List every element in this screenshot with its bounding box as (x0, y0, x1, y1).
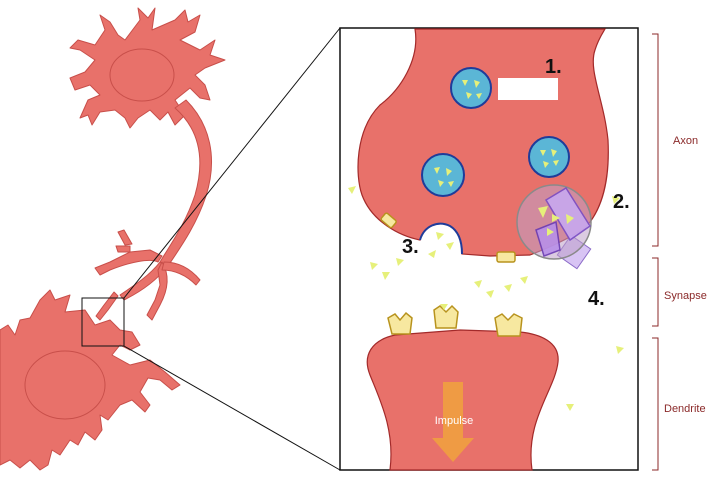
receptor (433, 304, 459, 329)
neurotransmitters (348, 186, 624, 411)
receptor (496, 251, 516, 263)
neuron-overview (0, 7, 226, 471)
vesicle (450, 67, 492, 109)
synapse-bracket (652, 257, 659, 327)
vesicle (421, 153, 465, 197)
upper-cell-body (69, 7, 226, 129)
receptor (380, 212, 397, 229)
zoom-box (81, 297, 125, 347)
step-4-label: 4. (588, 288, 605, 310)
step-3-label: 3. (402, 236, 419, 258)
zoom-line-bottom (123, 345, 341, 471)
axon-bracket (652, 33, 659, 247)
axon-trunk (159, 99, 212, 267)
vesicles (421, 67, 570, 197)
vesicle (528, 136, 570, 178)
receptors (380, 212, 523, 337)
label-placeholder-box (498, 78, 558, 100)
zoom-line-top (123, 27, 341, 299)
impulse-arrow: Impulse (432, 382, 474, 462)
side-brackets (652, 33, 659, 471)
receptor (494, 313, 523, 337)
step-1-label: 1. (545, 56, 562, 78)
impulse-label: Impulse (435, 415, 474, 427)
synapse-label: Synapse (664, 290, 707, 302)
lower-cell-body (0, 289, 181, 471)
dendrite-bracket (652, 337, 659, 471)
axon-terminal (94, 229, 201, 321)
step-2-label: 2. (613, 191, 630, 213)
reuptake-transporter (516, 184, 592, 270)
dendrite-label: Dendrite (664, 403, 706, 415)
receptor (387, 311, 413, 335)
axon-label: Axon (673, 135, 698, 147)
